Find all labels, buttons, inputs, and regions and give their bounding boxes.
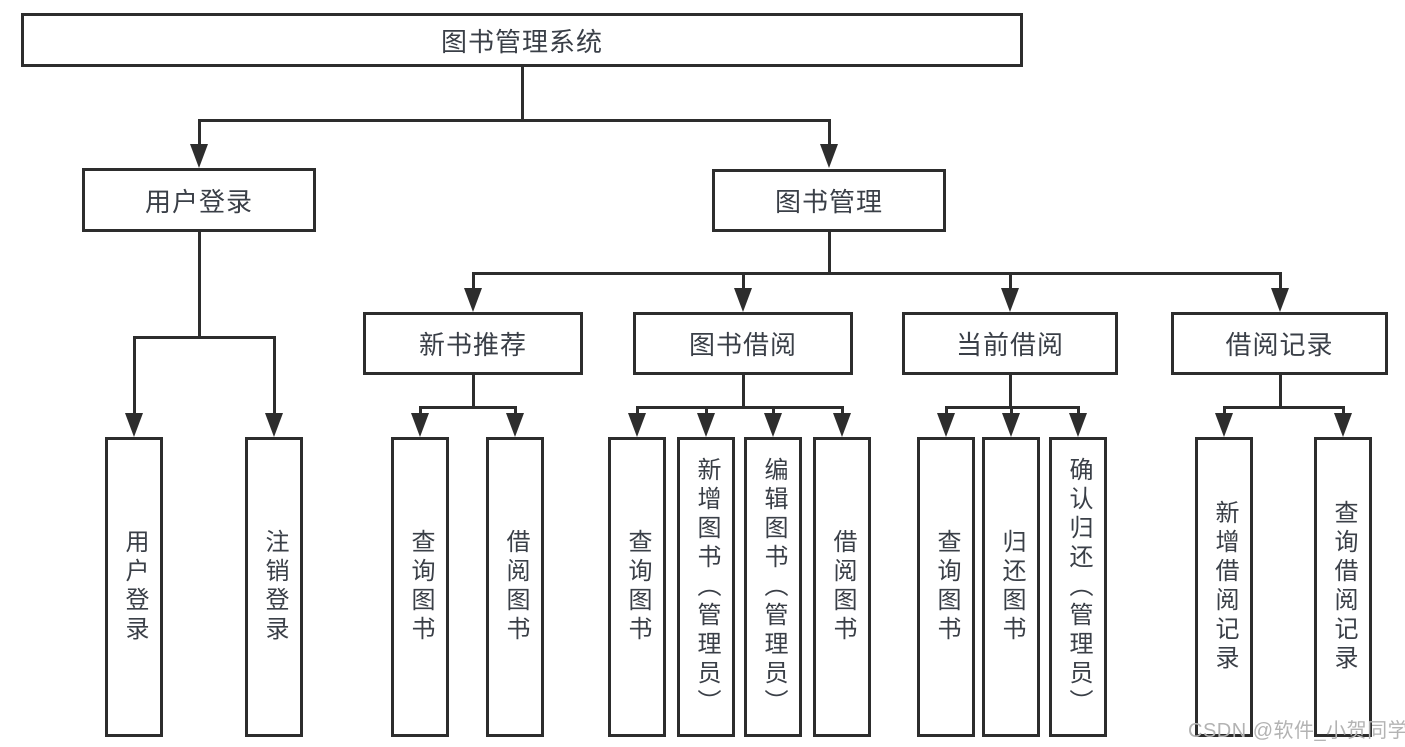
leaf-add-borrow-record: 新增借阅记录 xyxy=(1195,437,1253,737)
node-label: 用户登录 xyxy=(144,186,253,217)
node-label: 图书管理系统 xyxy=(440,26,603,57)
arrowhead-icon xyxy=(1002,413,1020,437)
connector-line xyxy=(133,336,136,416)
arrowhead-icon xyxy=(1001,288,1019,312)
connector-line xyxy=(1010,406,1013,416)
node-label: 当前借阅 xyxy=(955,330,1064,360)
connector-line xyxy=(521,67,524,120)
leaf-label: 用户登录 xyxy=(121,529,148,645)
connector-line xyxy=(1223,406,1226,416)
connector-line xyxy=(945,406,948,416)
leaf-label: 查询图书 xyxy=(933,529,960,645)
node-user-login: 用户登录 xyxy=(82,168,316,232)
leaf-return-books: 归还图书 xyxy=(982,437,1040,737)
connector-line xyxy=(133,336,276,339)
connector-line xyxy=(1009,272,1012,290)
node-new-book-recommendation: 新书推荐 xyxy=(363,312,583,375)
leaf-query-borrow-record: 查询借阅记录 xyxy=(1314,437,1372,737)
leaf-edit-books-admin: 编辑图书（管理员） xyxy=(744,437,802,737)
connector-line xyxy=(772,406,775,416)
node-book-management: 图书管理 xyxy=(712,169,946,232)
connector-line xyxy=(419,406,517,409)
leaf-label: 归还图书 xyxy=(998,529,1025,645)
connector-line xyxy=(742,375,745,408)
arrowhead-icon xyxy=(265,413,283,437)
connector-line xyxy=(705,406,708,416)
connector-line xyxy=(1009,375,1012,408)
arrowhead-icon xyxy=(833,413,851,437)
node-label: 新书推荐 xyxy=(418,330,527,360)
leaf-label: 注销登录 xyxy=(261,529,288,645)
leaf-borrow-books-recommend: 借阅图书 xyxy=(486,437,544,737)
leaf-borrow-books-borrowing: 借阅图书 xyxy=(813,437,871,737)
leaf-add-books-admin: 新增图书（管理员） xyxy=(677,437,735,737)
node-label: 图书借阅 xyxy=(688,330,797,360)
arrowhead-icon xyxy=(1215,413,1233,437)
leaf-query-books-current: 查询图书 xyxy=(917,437,975,737)
connector-line xyxy=(198,232,201,339)
leaf-label: 查询图书 xyxy=(407,529,434,645)
connector-line xyxy=(828,119,831,147)
arrowhead-icon xyxy=(734,288,752,312)
arrowhead-icon xyxy=(464,288,482,312)
leaf-label: 借阅图书 xyxy=(502,529,529,645)
arrowhead-icon xyxy=(125,413,143,437)
leaf-label: 新增借阅记录 xyxy=(1211,500,1238,674)
leaf-label: 确认归还（管理员） xyxy=(1065,456,1092,718)
leaf-label: 查询图书 xyxy=(624,529,651,645)
connector-line xyxy=(198,119,831,122)
watermark: CSDN @软件_小贺同学 xyxy=(1188,720,1405,742)
connector-line xyxy=(472,375,475,408)
connector-line xyxy=(636,406,639,416)
node-library-management-system: 图书管理系统 xyxy=(21,13,1023,67)
node-borrowing-records: 借阅记录 xyxy=(1171,312,1388,375)
connector-line xyxy=(1279,375,1282,408)
connector-line xyxy=(841,406,844,416)
node-book-borrowing: 图书借阅 xyxy=(633,312,853,375)
arrowhead-icon xyxy=(1271,288,1289,312)
arrowhead-icon xyxy=(1334,413,1352,437)
node-current-borrowing: 当前借阅 xyxy=(902,312,1118,375)
node-label: 借阅记录 xyxy=(1225,330,1334,360)
connector-line xyxy=(636,406,844,409)
leaf-label: 借阅图书 xyxy=(829,529,856,645)
leaf-query-books-borrowing: 查询图书 xyxy=(608,437,666,737)
leaf-label: 编辑图书（管理员） xyxy=(760,456,787,718)
arrowhead-icon xyxy=(937,413,955,437)
connector-line xyxy=(472,272,1282,275)
connector-line xyxy=(514,406,517,416)
arrowhead-icon xyxy=(820,144,838,168)
leaf-query-books-recommend: 查询图书 xyxy=(391,437,449,737)
connector-line xyxy=(828,232,831,275)
arrowhead-icon xyxy=(506,413,524,437)
arrowhead-icon xyxy=(628,413,646,437)
connector-line xyxy=(1279,272,1282,290)
connector-line xyxy=(1223,406,1344,409)
arrowhead-icon xyxy=(190,144,208,168)
connector-line xyxy=(1342,406,1345,416)
connector-line xyxy=(198,119,201,147)
leaf-label: 查询借阅记录 xyxy=(1330,500,1357,674)
leaf-logout: 注销登录 xyxy=(245,437,303,737)
connector-line xyxy=(273,336,276,416)
node-label: 图书管理 xyxy=(774,187,883,217)
arrowhead-icon xyxy=(697,413,715,437)
connector-line xyxy=(742,272,745,290)
leaf-label: 新增图书（管理员） xyxy=(693,456,720,718)
arrowhead-icon xyxy=(764,413,782,437)
leaf-user-login: 用户登录 xyxy=(105,437,163,737)
connector-line xyxy=(419,406,422,416)
connector-line xyxy=(472,272,475,290)
arrowhead-icon xyxy=(1069,413,1087,437)
leaf-confirm-return-admin: 确认归还（管理员） xyxy=(1049,437,1107,737)
arrowhead-icon xyxy=(411,413,429,437)
connector-line xyxy=(1077,406,1080,416)
